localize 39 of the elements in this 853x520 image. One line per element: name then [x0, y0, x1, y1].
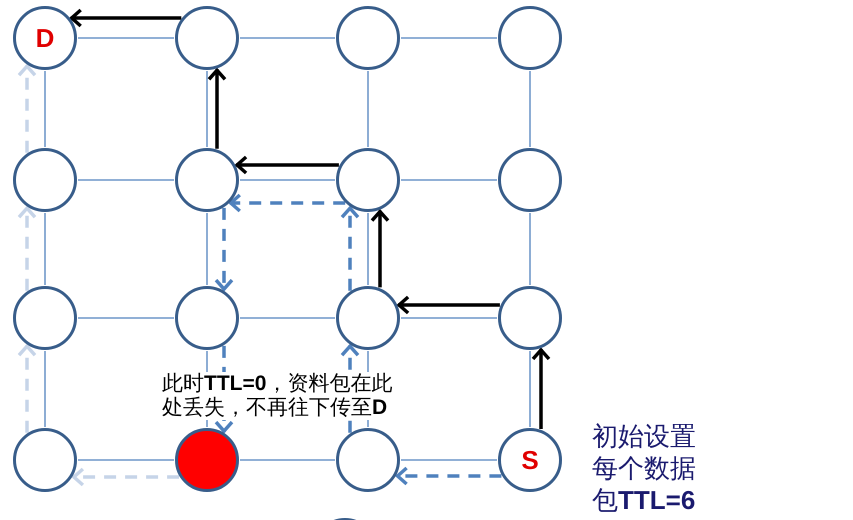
link-line — [44, 351, 46, 427]
link-line — [78, 37, 174, 39]
node-circle: D — [13, 6, 77, 70]
note-text: 此时TTL=0，资料包在此处丢失，不再往下传至D — [162, 372, 394, 420]
link-line — [529, 213, 531, 285]
arrow — [370, 210, 390, 288]
link-line — [401, 317, 497, 319]
link-line — [240, 37, 335, 39]
arrow — [397, 295, 500, 315]
arrow — [531, 348, 551, 429]
arrow — [340, 206, 360, 291]
link-line — [78, 459, 174, 461]
link-line — [240, 317, 335, 319]
link-line — [401, 37, 497, 39]
node-circle: S — [498, 428, 562, 492]
link-line — [240, 459, 335, 461]
link-line — [44, 71, 46, 147]
arrow — [72, 467, 180, 487]
link-line — [206, 213, 208, 285]
link-line — [44, 213, 46, 285]
arrow — [214, 208, 234, 291]
link-line — [78, 317, 174, 319]
link-line — [367, 213, 369, 285]
arrow — [70, 8, 182, 28]
arrow — [17, 344, 37, 433]
link-line — [529, 71, 531, 147]
arrow — [235, 155, 339, 175]
link-line — [401, 179, 497, 181]
arrow — [396, 466, 502, 486]
link-line — [78, 179, 174, 181]
arrow — [229, 193, 346, 213]
link-line — [240, 179, 335, 181]
link-line — [367, 71, 369, 147]
link-line — [206, 71, 208, 147]
link-line — [529, 351, 531, 427]
arrow — [17, 64, 37, 153]
link-line — [401, 459, 497, 461]
arrow — [17, 206, 37, 291]
arrow — [207, 68, 227, 149]
